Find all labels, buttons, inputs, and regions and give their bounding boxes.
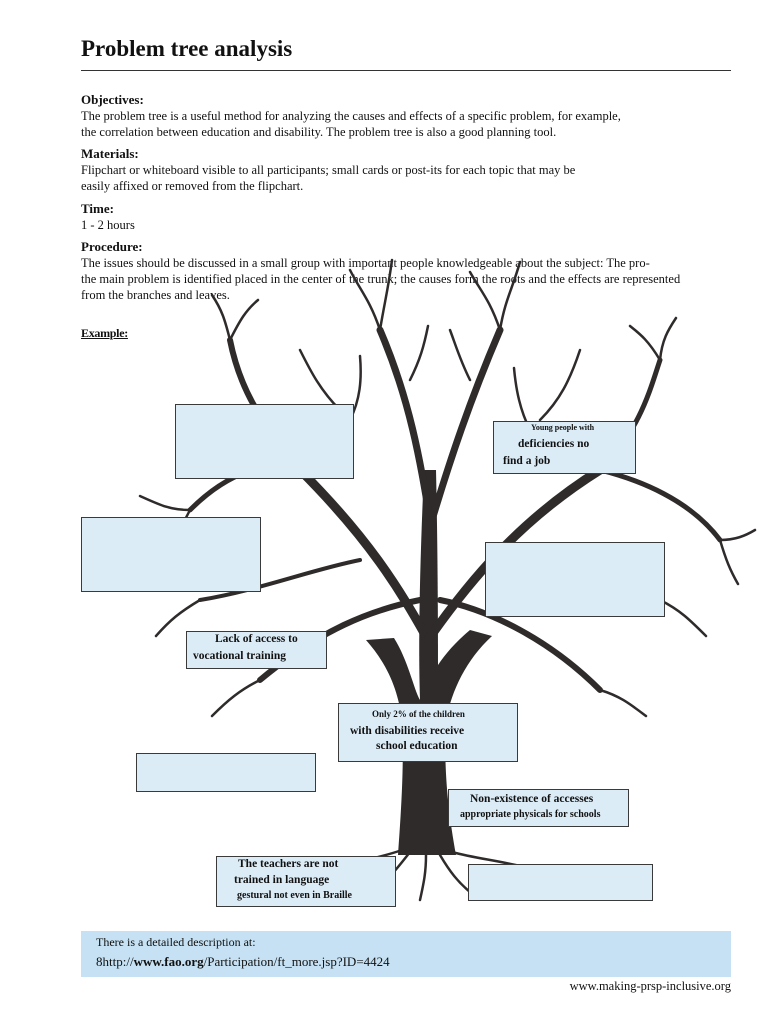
- title-rule: [81, 70, 731, 71]
- website-url[interactable]: www.making-prsp-inclusive.org: [569, 979, 731, 993]
- card-young-people-line2: deficiencies no: [518, 438, 590, 450]
- reference-url-path: /Participation/ft_more.jsp?ID=4424: [203, 954, 390, 969]
- card-young-people-line3: find a job: [503, 455, 551, 467]
- card-children-line1: Only 2% of the children: [372, 709, 465, 719]
- reference-url-prefix: 8http://: [96, 954, 134, 969]
- card-accesses: Non-existence of accesses appropriate ph…: [448, 789, 629, 827]
- time-section: Time: 1 - 2 hours: [81, 201, 731, 233]
- card-top-left-blank: [175, 404, 354, 479]
- card-bottom-left-blank: [136, 753, 316, 792]
- page-title: Problem tree analysis: [81, 36, 293, 61]
- reference-intro: There is a detailed description at:: [96, 935, 256, 949]
- card-children-line3: school education: [376, 740, 458, 752]
- card-teachers-line1: The teachers are not: [238, 858, 339, 870]
- card-vocational-line2: vocational training: [193, 650, 286, 662]
- objectives-section: Objectives: The problem tree is a useful…: [81, 92, 731, 140]
- materials-text: Flipchart or whiteboard visible to all p…: [81, 163, 576, 193]
- card-young-people: Young people with deficiencies no find a…: [493, 421, 636, 474]
- card-vocational: Lack of access to vocational training: [186, 631, 327, 669]
- objectives-text: The problem tree is a useful method for …: [81, 109, 621, 139]
- example-label: Example:: [81, 326, 128, 340]
- objectives-heading: Objectives:: [81, 92, 144, 107]
- reference-link[interactable]: 8http://www.fao.org/Participation/ft_mor…: [96, 954, 390, 970]
- card-teachers-line2: trained in language: [234, 874, 330, 886]
- card-young-people-line1: Young people with: [531, 423, 595, 432]
- card-accesses-line1: Non-existence of accesses: [470, 793, 594, 805]
- card-mid-left-blank: [81, 517, 261, 592]
- card-teachers: The teachers are not trained in language…: [216, 856, 396, 907]
- reference-box: There is a detailed description at: 8htt…: [81, 931, 731, 977]
- procedure-heading: Procedure:: [81, 239, 143, 254]
- materials-heading: Materials:: [81, 146, 139, 161]
- card-accesses-line2: appropriate physicals for schools: [460, 809, 601, 820]
- card-bottom-right-blank: [468, 864, 653, 901]
- reference-url-domain: www.fao.org: [133, 954, 204, 969]
- card-vocational-line1: Lack of access to: [215, 633, 298, 645]
- card-children-line2: with disabilities receive: [350, 725, 465, 737]
- card-teachers-line3: gestural not even in Braille: [237, 890, 352, 901]
- card-mid-right-blank: [485, 542, 665, 617]
- materials-section: Materials: Flipchart or whiteboard visib…: [81, 146, 731, 194]
- time-text: 1 - 2 hours: [81, 218, 135, 232]
- time-heading: Time:: [81, 201, 114, 216]
- card-children: Only 2% of the children with disabilitie…: [338, 703, 518, 762]
